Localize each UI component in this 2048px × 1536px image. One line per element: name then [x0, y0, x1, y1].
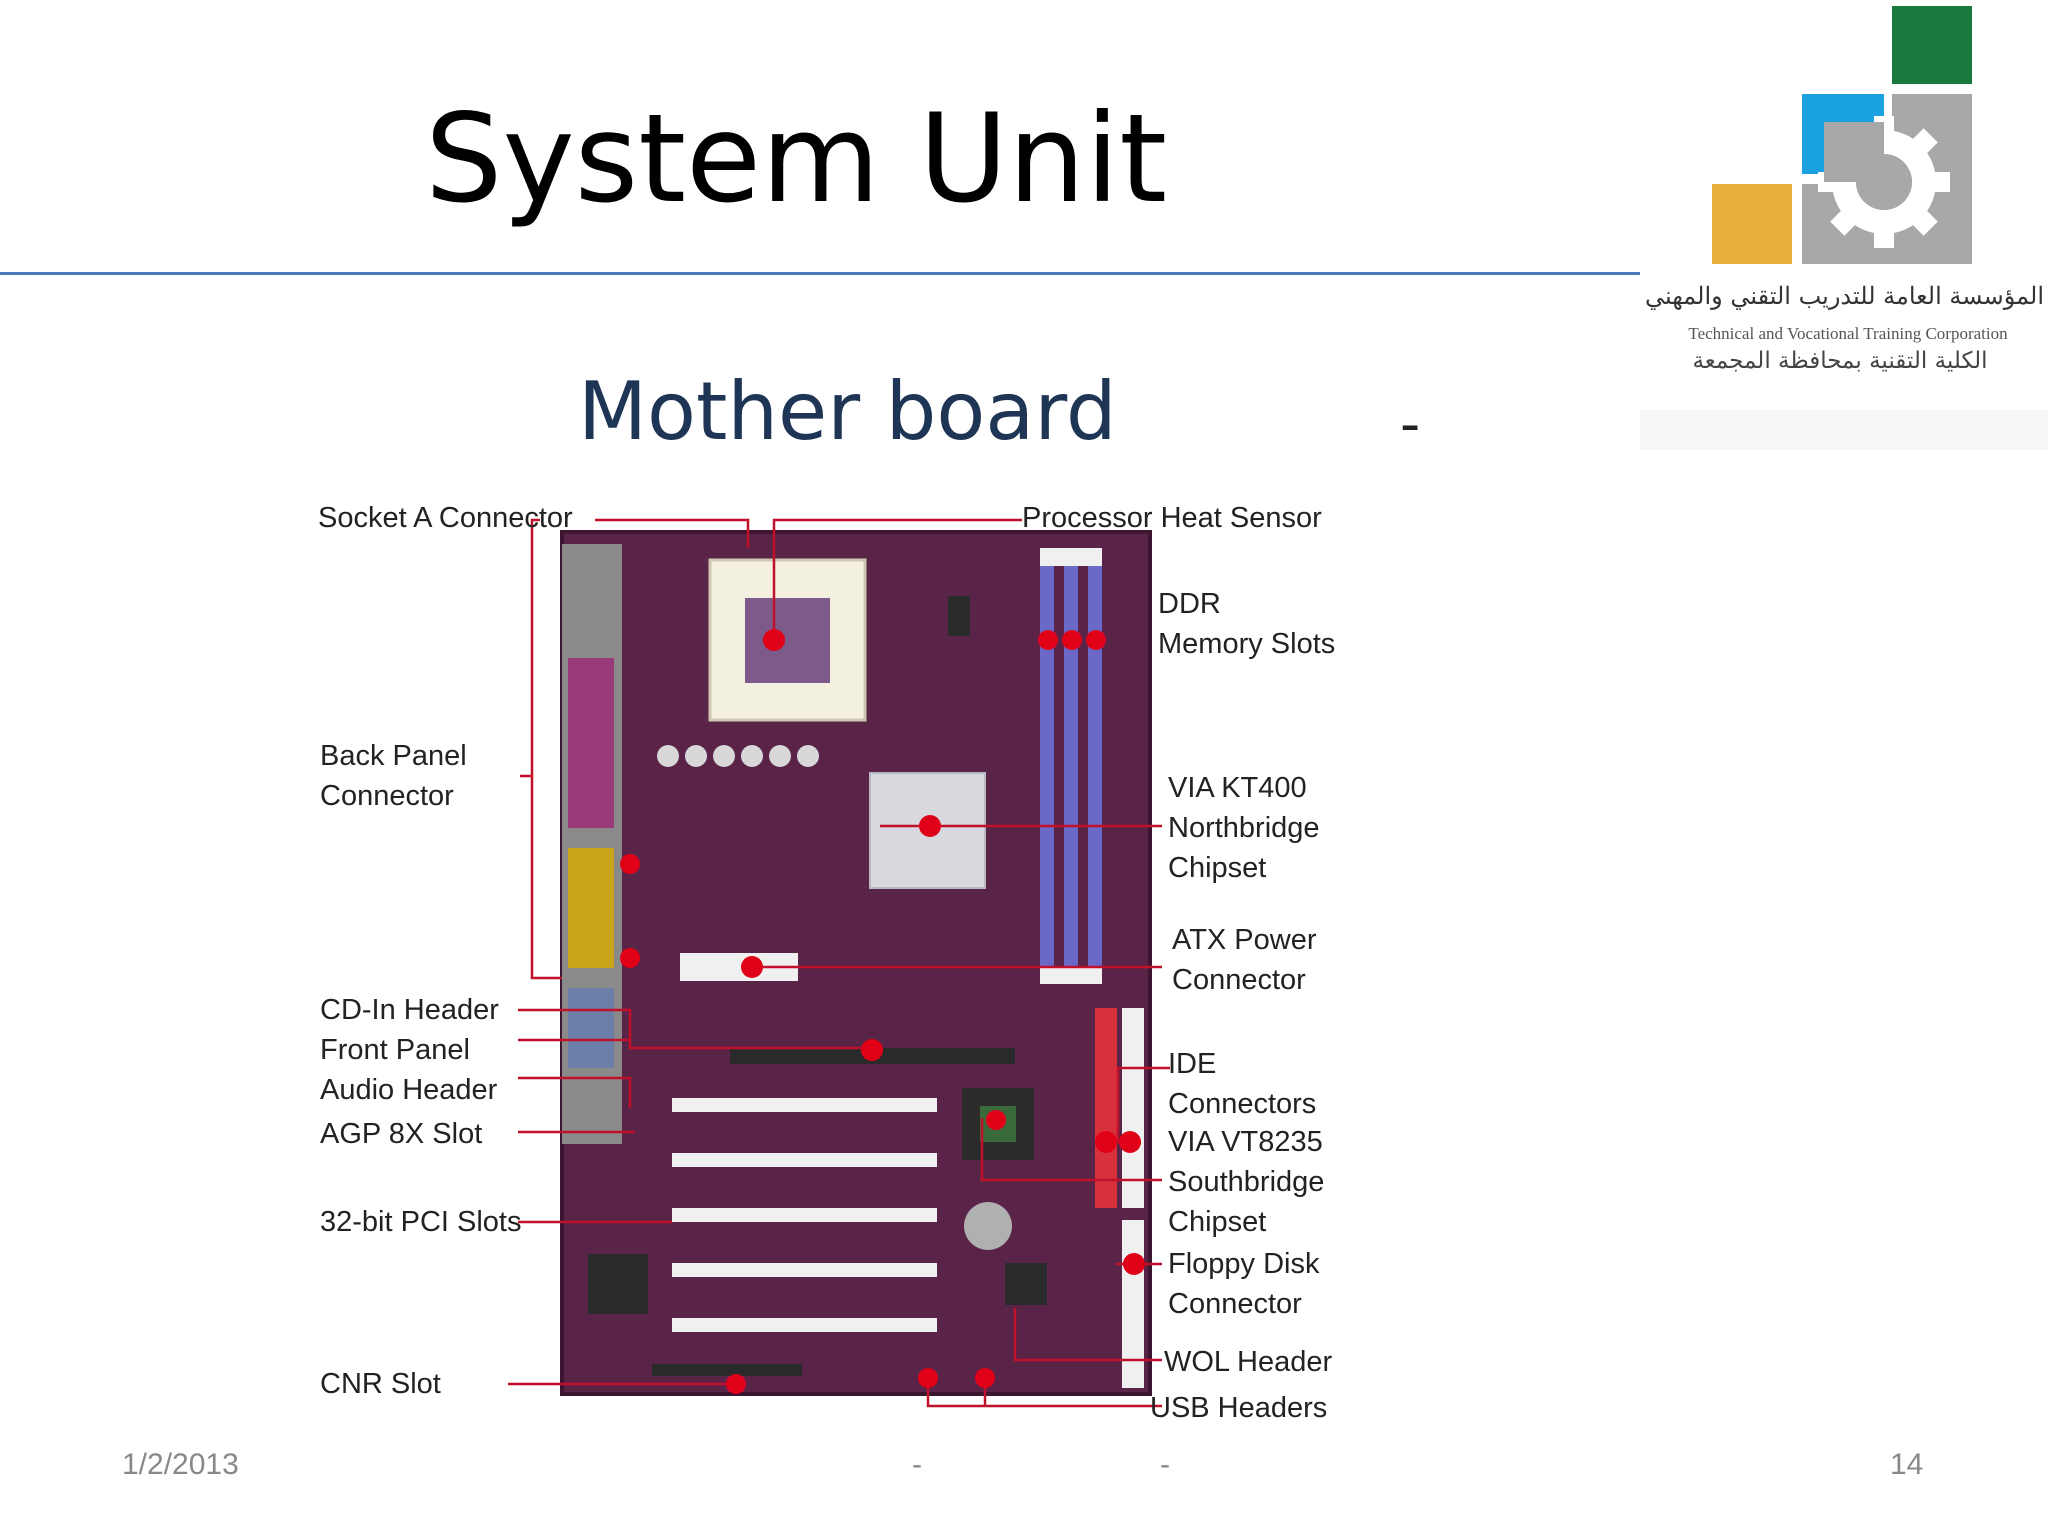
label-southbridge-line3: Chipset: [1168, 1206, 1267, 1238]
logo-name-english: Technical and Vocational Training Corpor…: [1688, 324, 2008, 343]
label-usb-headers: USB Headers: [1150, 1392, 1328, 1424]
tvtc-logo-mark: [1640, 6, 2048, 450]
label-socket-a-connector: Socket A Connector: [318, 502, 573, 534]
logo-name-arabic: المؤسسة العامة للتدريب التقني والمهني: [1644, 282, 2044, 310]
label-cnr-slot: CNR Slot: [320, 1368, 441, 1400]
label-marker-dots: [620, 629, 1145, 1394]
logo-faded-text-band: [1640, 410, 2048, 450]
label-back-panel-line2: Connector: [320, 780, 454, 812]
label-floppy-line2: Connector: [1168, 1288, 1302, 1320]
title-rule: [0, 272, 1640, 275]
motherboard-figure: Socket A Connector Back Panel Connector …: [300, 488, 1360, 1430]
label-atx-power-line2: Connector: [1172, 964, 1306, 996]
label-back-panel-line1: Back Panel: [320, 740, 467, 772]
footer-page-number: 14: [1890, 1448, 1924, 1481]
label-northbridge-line3: Chipset: [1168, 852, 1267, 884]
label-ide-line2: Connectors: [1168, 1088, 1317, 1120]
label-northbridge-line2: Northbridge: [1168, 812, 1320, 844]
motherboard-drawing: [508, 518, 1170, 1408]
label-front-audio-line1: Front Panel: [320, 1034, 470, 1066]
ide-connector-1: [1095, 1008, 1117, 1208]
label-front-audio-line2: Audio Header: [320, 1074, 498, 1106]
pci-slot-5: [672, 1318, 937, 1332]
slide-subtitle: Mother board: [578, 365, 1117, 458]
parallel-port: [568, 658, 614, 828]
top-dash: -: [1400, 392, 1421, 457]
slide-title: System Unit: [425, 88, 1168, 230]
ddr-slot-2: [1064, 558, 1078, 973]
label-pci-slots: 32-bit PCI Slots: [320, 1206, 522, 1238]
label-cd-in-header: CD-In Header: [320, 994, 499, 1026]
ddr-slot-3: [1088, 558, 1102, 973]
lan-chip: [588, 1254, 648, 1314]
pci-slot-4: [672, 1263, 937, 1277]
label-wol-header: WOL Header: [1164, 1346, 1333, 1378]
cnr-slot: [652, 1364, 802, 1376]
logo-college-arabic: الكلية التقنية بمحافظة المجمعة: [1692, 348, 1988, 374]
bios-chip: [948, 596, 970, 636]
pci-slot-3: [672, 1208, 937, 1222]
label-ddr-line2: Memory Slots: [1158, 628, 1336, 660]
logo-yellow-square: [1712, 184, 1792, 264]
pci-slot-2: [672, 1153, 937, 1167]
label-atx-power-line1: ATX Power: [1172, 924, 1317, 956]
floppy-connector: [1122, 1220, 1144, 1388]
tvtc-logo: المؤسسة العامة للتدريب التقني والمهني Te…: [1640, 0, 2048, 480]
io-chip: [1005, 1263, 1047, 1305]
audio-ports: [568, 988, 614, 1068]
label-processor-heat-sensor: Processor Heat Sensor: [1022, 502, 1322, 534]
pci-slot-1: [672, 1098, 937, 1112]
footer-dash-2: -: [1160, 1448, 1170, 1481]
footer-date: 1/2/2013: [122, 1448, 239, 1481]
socket-die: [745, 598, 830, 683]
label-floppy-line1: Floppy Disk: [1168, 1248, 1320, 1280]
label-southbridge-line1: VIA VT8235: [1168, 1126, 1323, 1158]
label-agp-slot: AGP 8X Slot: [320, 1118, 483, 1150]
label-northbridge-line1: VIA KT400: [1168, 772, 1307, 804]
label-ide-line1: IDE: [1168, 1048, 1217, 1080]
ide-connector-2: [1122, 1008, 1144, 1208]
ddr-slot-1: [1040, 558, 1054, 973]
cmos-battery: [964, 1202, 1012, 1250]
footer-dash-1: -: [912, 1448, 922, 1481]
label-southbridge-line2: Southbridge: [1168, 1166, 1325, 1198]
gear-icon: [1818, 116, 1950, 248]
capacitor-row: [657, 745, 819, 767]
logo-green-square: [1892, 6, 1972, 84]
label-ddr-line1: DDR: [1158, 588, 1221, 620]
serial-port: [568, 848, 614, 968]
